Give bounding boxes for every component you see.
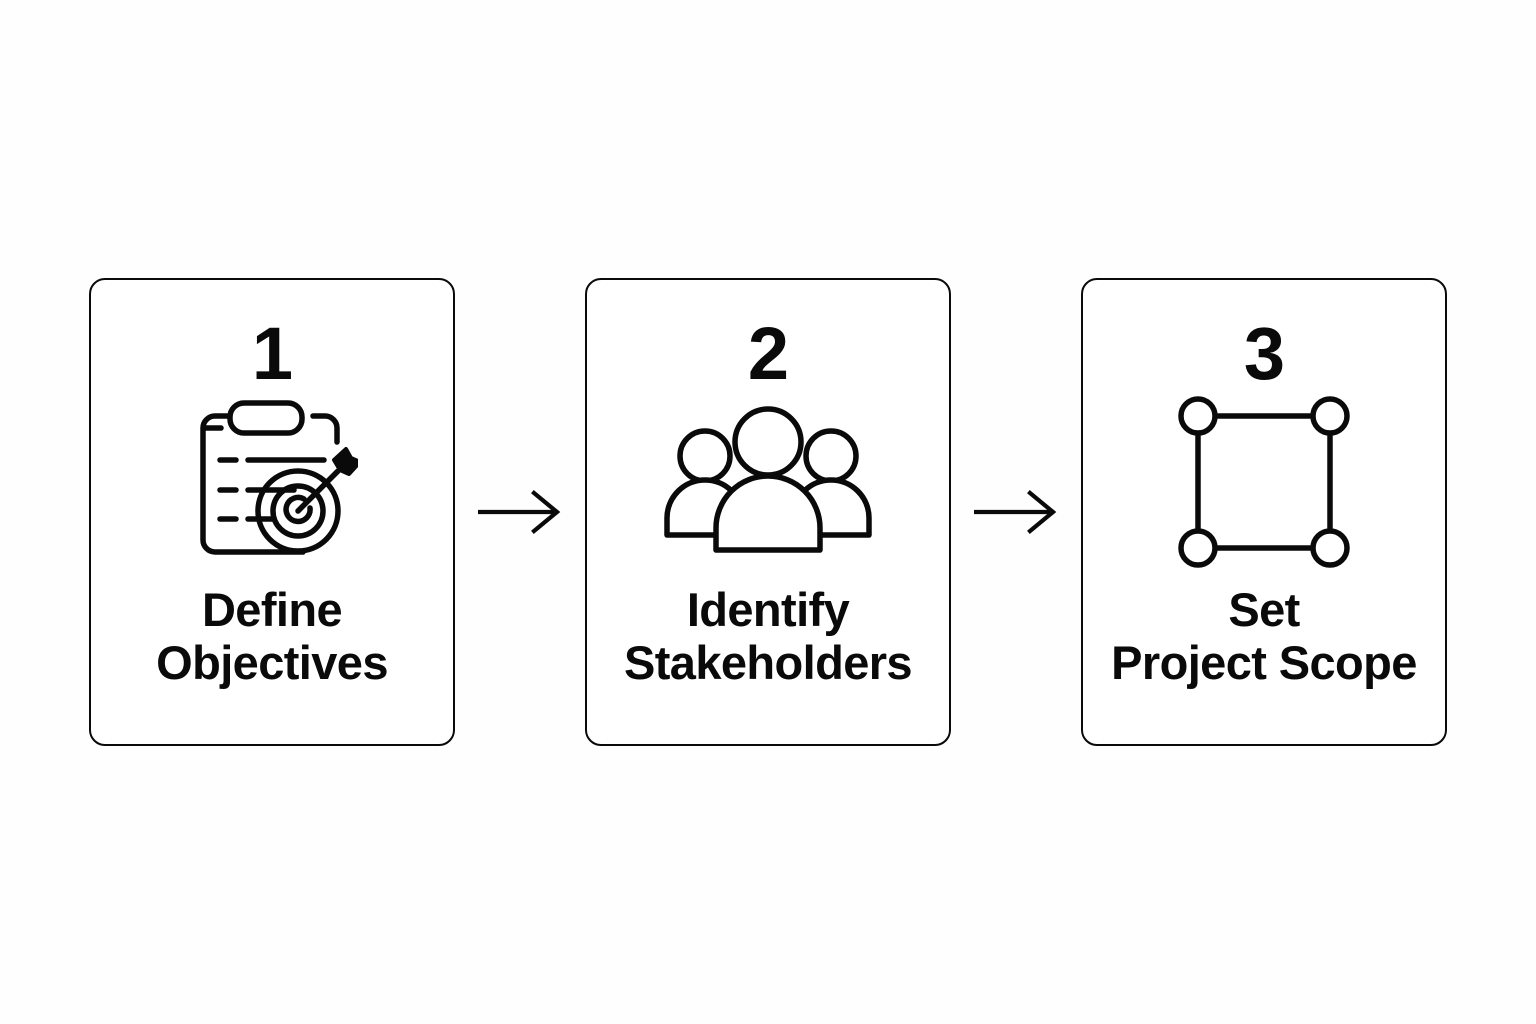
step-number-1: 1 (251, 312, 293, 395)
step-card-2[interactable]: 2 Identify Stakeholders (585, 278, 951, 746)
step-label-1: Define Objectives (156, 583, 388, 689)
step-card-3[interactable]: 3 Set Project Scope (1081, 278, 1447, 746)
step-label-3: Set Project Scope (1111, 583, 1417, 689)
step-label-2: Identify Stakeholders (624, 583, 913, 689)
arrow-right-icon (478, 490, 561, 534)
connector-1 (459, 278, 582, 746)
people-group-icon (587, 394, 949, 570)
step-number-3: 3 (1243, 312, 1285, 395)
scope-square-nodes-icon (1083, 394, 1445, 570)
process-flow-row: 1 (89, 278, 1447, 746)
clipboard-target-icon (91, 394, 453, 570)
step-number-2: 2 (747, 312, 789, 395)
arrow-right-icon (974, 490, 1057, 534)
connector-2 (955, 278, 1078, 746)
step-card-1[interactable]: 1 (89, 278, 455, 746)
